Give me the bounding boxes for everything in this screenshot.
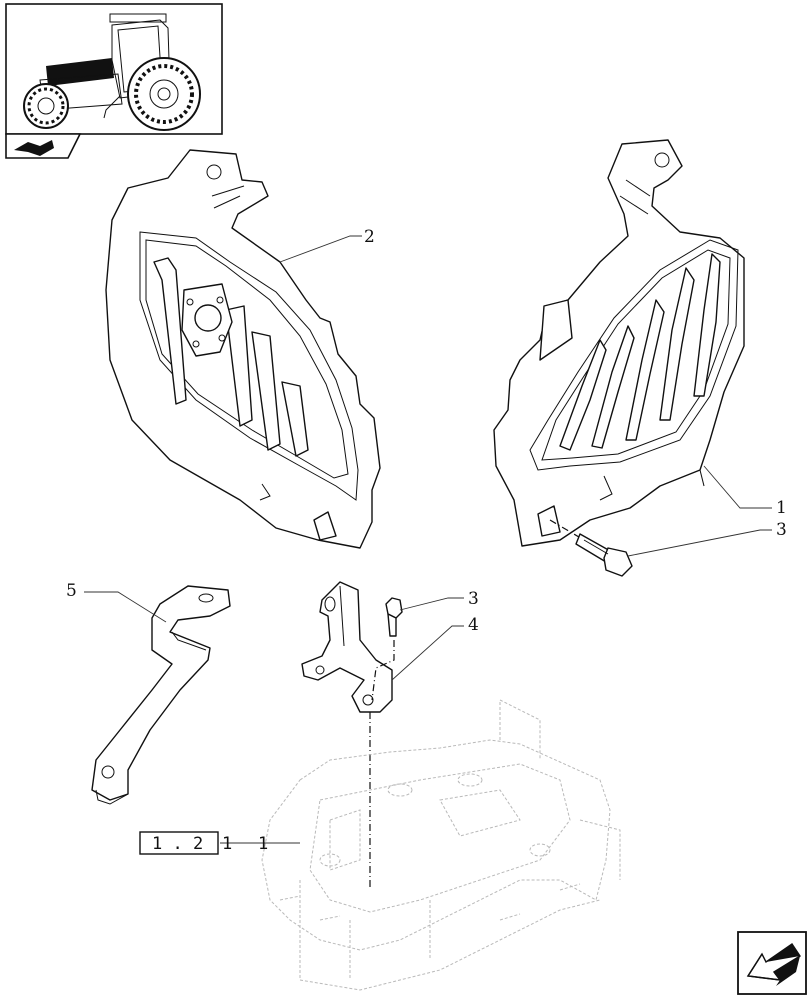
- ghost-frame: [261, 699, 621, 991]
- callout-3-lower: 3: [468, 589, 479, 609]
- callout-1: 1: [776, 498, 787, 518]
- reference-box-text: 1 . 2: [152, 834, 203, 854]
- reference-suffix-a: 1: [222, 834, 232, 854]
- callout-5: 5: [66, 581, 77, 601]
- reference-link[interactable]: 1 . 2 1 1: [139, 831, 268, 855]
- part-4-bracket: [301, 581, 393, 713]
- callout-4: 4: [468, 615, 479, 635]
- next-page-arrow-icon[interactable]: [737, 931, 807, 995]
- tractor-thumbnail-icon[interactable]: [5, 3, 223, 135]
- part-5-bracket: [91, 585, 231, 805]
- part-2-left-shield: [105, 149, 381, 549]
- callout-2: 2: [364, 227, 375, 247]
- callout-3-upper: 3: [776, 520, 787, 540]
- reference-suffix-b: 1: [258, 834, 268, 854]
- part-3-bolt-lower: [371, 597, 403, 701]
- part-3-bolt-upper: [549, 519, 633, 577]
- section-tab-icon[interactable]: [5, 133, 82, 159]
- part-1-right-shield: [493, 139, 745, 547]
- leader-lines: [84, 235, 772, 844]
